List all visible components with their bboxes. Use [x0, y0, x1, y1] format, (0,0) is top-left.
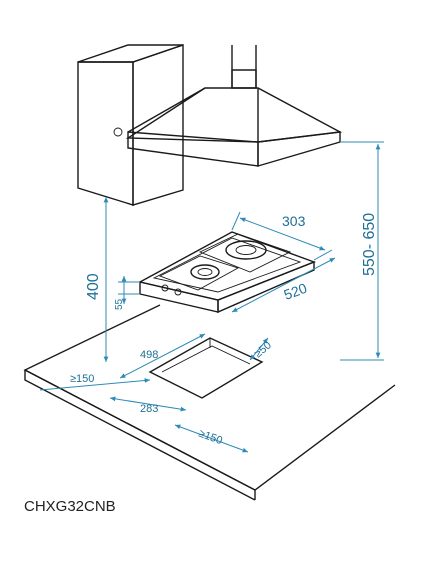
hob-knob-right-icon: [174, 288, 182, 296]
range-hood: [125, 45, 384, 167]
dim-wall-gap: 400: [85, 273, 102, 300]
model-number: CHXG32CNB: [24, 498, 116, 515]
dim-hob-width: 520: [282, 280, 310, 303]
cabinet-knob-icon: [113, 127, 123, 137]
dim-cutout-depth: 283: [140, 403, 158, 415]
small-burner-icon: [190, 264, 220, 280]
dim-min-front: ≥50: [252, 339, 274, 360]
dim-cutout-length: 498: [140, 349, 158, 361]
dim-min-left: ≥150: [70, 373, 94, 385]
dim-hob-height: 55: [114, 298, 125, 310]
dimension-lines: [39, 141, 384, 453]
dim-hob-depth: 303: [282, 213, 306, 229]
wall-cabinet: [77, 44, 184, 206]
large-burner-icon: [225, 240, 267, 260]
dim-hood-height: 550- 650: [361, 213, 378, 276]
dim-min-right: ≥150: [197, 428, 224, 448]
hob-knob-left-icon: [161, 284, 169, 292]
countertop: [23, 304, 396, 501]
